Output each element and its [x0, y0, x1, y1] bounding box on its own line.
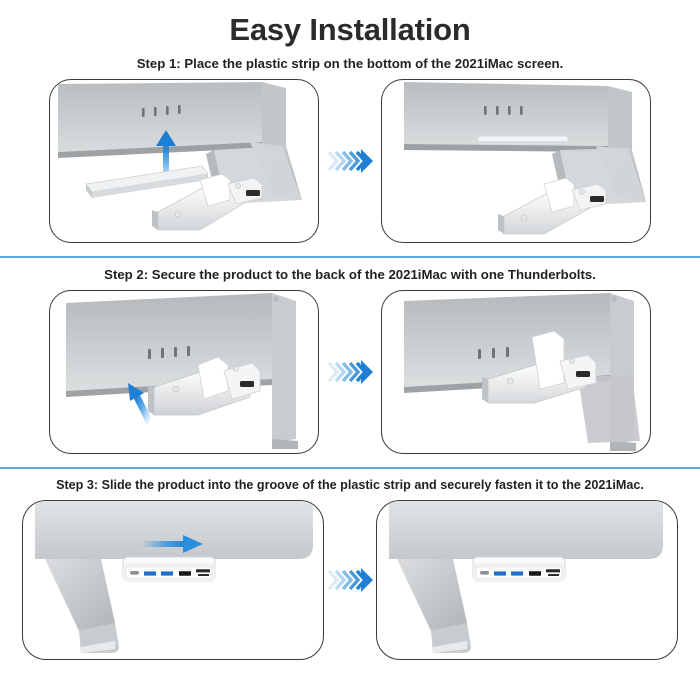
arrow-up-left-icon [128, 383, 154, 425]
step-3-caption: Step 3: Slide the product into the groov… [56, 478, 644, 493]
step-3-after-illustration [389, 501, 663, 654]
imac-port-slots [484, 106, 523, 116]
step-1-caption: Step 1: Place the plastic strip on the b… [136, 56, 564, 72]
plastic-strip [85, 165, 209, 199]
hub-product-mounted [482, 330, 597, 404]
hub-product-front [122, 556, 216, 582]
step-3-after-panel [376, 500, 678, 661]
section-divider-1 [0, 256, 700, 259]
hub-product [148, 356, 261, 416]
step-2-before-illustration [66, 293, 298, 450]
imac-port-slots [142, 105, 181, 118]
step-1-before-illustration [58, 82, 302, 231]
microsd-card-slot [548, 574, 559, 577]
plastic-strip-mounted [477, 135, 569, 145]
sd-card-slot [546, 569, 560, 573]
step-3-section: Step 3: Slide the product into the groov… [0, 469, 700, 661]
imac-port-slots [148, 346, 190, 360]
arrow-up-icon [156, 130, 176, 185]
step-3-panels [0, 500, 700, 661]
hub-product [152, 173, 263, 231]
step-1-panels [0, 79, 700, 244]
usb-c-port [130, 571, 139, 575]
step-3-transition [324, 565, 376, 595]
step-2-section: Step 2: Secure the product to the back o… [0, 258, 700, 470]
step-1-after-panel [381, 79, 651, 244]
section-divider-2 [0, 467, 700, 470]
hub-product [498, 177, 607, 235]
chevron-right-arrow-icon [327, 149, 373, 174]
step-2-before-panel [49, 290, 319, 455]
step-2-caption: Step 2: Secure the product to the back o… [104, 267, 596, 283]
page-title: Easy Installation [229, 12, 471, 47]
arrow-right-icon [141, 535, 203, 554]
usb-c-port [480, 571, 489, 575]
microsd-card-slot [198, 574, 209, 577]
hub-port-row [480, 569, 560, 577]
step-3-before-illustration [35, 501, 313, 654]
step-2-after-illustration [404, 293, 640, 452]
hub-product-front-seated [472, 556, 566, 582]
step-1-before-panel [49, 79, 319, 244]
step-1-transition [319, 146, 381, 176]
step-3-before-panel [22, 500, 324, 661]
step-1-section: Step 1: Place the plastic strip on the b… [0, 47, 700, 259]
imac-port-slots [478, 347, 509, 360]
sd-card-slot [196, 569, 210, 573]
step-2-panels [0, 290, 700, 455]
step-2-after-panel [381, 290, 651, 455]
chevron-right-arrow-icon [327, 360, 373, 385]
hub-port-row [130, 569, 210, 577]
step-1-after-illustration [404, 82, 646, 235]
step-2-transition [319, 357, 381, 387]
chevron-right-arrow-icon [327, 568, 373, 593]
